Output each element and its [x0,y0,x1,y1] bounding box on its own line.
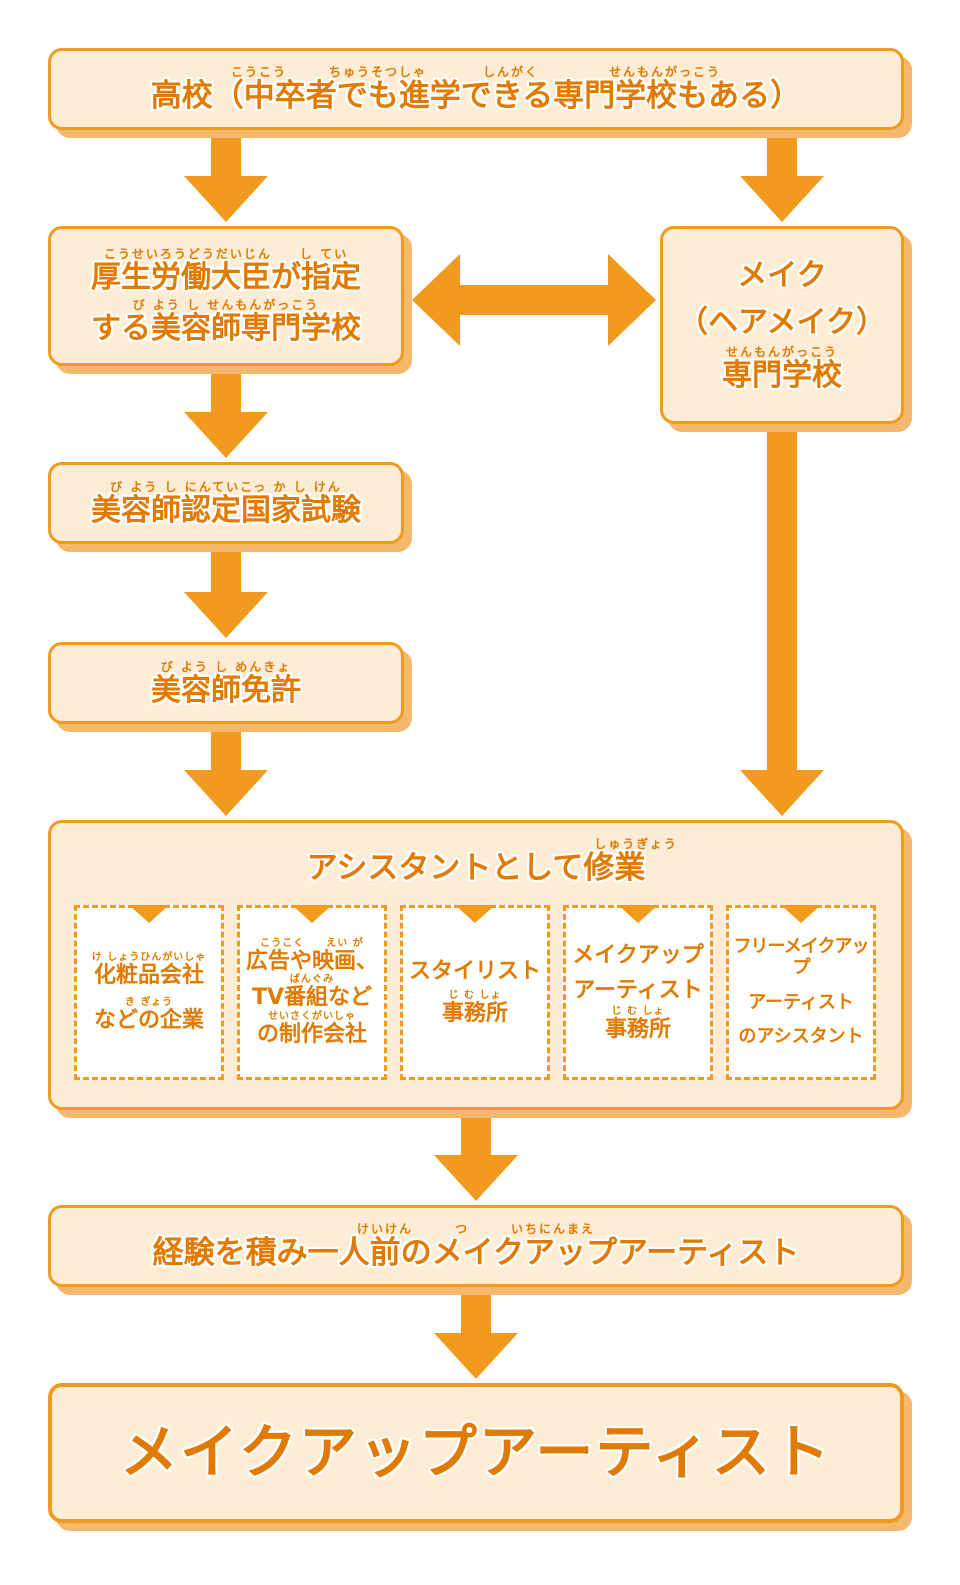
license-label: 美容師免許 [151,672,301,708]
assistant-title: アシスタントとして修業 [306,850,646,886]
option-text: 事務所 [441,1001,508,1026]
high-school-ruby: こうこう ちゅうそつしゃ しんがく せんもんがっこう [230,64,721,79]
beauty-school-box: こうせいろうどうだいじん し てい 厚生労働大臣が指定 び よう し せんもんが… [48,226,404,366]
option-text: スタイリスト [408,958,541,984]
arrow-experience-to-goal [434,1291,518,1379]
option-stylist-office: スタイリスト じ む しょ 事務所 [400,905,550,1080]
option-production-company: こうこく えい が 広告や映画、 ばんぐみ TV番組など せいさくがいしゃ の制… [237,905,387,1080]
arrow-highschool-to-beauty-school [184,134,268,222]
experience-box: けいけん つ いちにんまえ 経験を積み一人前のメイクアップアーティスト [48,1205,904,1287]
experience-label: 経験を積み一人前のメイクアップアーティスト [152,1234,800,1271]
arrow-beauty-school-to-exam [184,370,268,458]
option-ruby: じ む しょ [611,1005,665,1017]
goal-box: メイクアップアーティスト [48,1383,904,1523]
makeup-school-box: メイク （ヘアメイク） せんもんがっこう 専門学校 [660,226,904,424]
option-text: 広告や映画、 [245,949,378,975]
option-text: フリーメイクアップ [733,936,870,978]
option-cosmetics-company: け しょうひんがいしゃ 化粧品会社 き ぎょう などの企業 [74,905,224,1080]
option-text: のアシスタント [738,1026,864,1048]
down-triangle-icon [292,905,332,923]
option-text: TV番組など [251,985,373,1011]
arrow-license-to-assistant [184,728,268,816]
down-triangle-icon [129,905,169,923]
option-ruby: こうこく えい が [260,938,364,950]
option-text: の制作会社 [256,1021,367,1047]
option-text: アーティスト [748,991,854,1013]
exam-ruby: び よう し にんていこっ か し けん [110,479,342,494]
option-ruby: ばんぐみ [289,974,335,986]
option-ruby: せいさくがいしゃ [268,1010,356,1022]
option-text: メイクアップ [572,943,704,969]
option-ruby: じ む しょ [448,990,502,1001]
beauty-school-ruby-1: こうせいろうどうだいじん し てい [103,247,349,261]
arrow-makeup-school-to-assistant [740,428,824,816]
license-ruby: び よう し めんきょ [160,659,292,674]
beauty-school-line-2: する美容師専門学校 [91,311,361,346]
exam-label: 美容師認定国家試験 [91,492,361,528]
high-school-label: 高校（中卒者でも進学できる専門学校もある） [150,77,802,114]
license-box: び よう し めんきょ 美容師免許 [48,642,404,724]
exam-box: び よう し にんていこっ か し けん 美容師認定国家試験 [48,462,404,544]
experience-ruby: けいけん つ いちにんまえ [356,1221,595,1236]
arrow-highschool-to-makeup-school [740,134,824,222]
beauty-school-ruby-2: び よう し せんもんがっこう [132,298,320,312]
option-ruby: き ぎょう [125,996,173,1008]
down-triangle-icon [455,905,495,923]
makeup-school-line-3: 専門学校 [722,357,842,393]
beauty-school-line-1: 厚生労働大臣が指定 [91,260,361,295]
option-text: 事務所 [604,1016,671,1042]
arrow-beauty-makeup-bidirectional [412,254,656,346]
makeup-school-line-2: （ヘアメイク） [678,304,886,340]
assistant-ruby: しゅうぎょう [594,837,678,851]
option-text: アーティスト [573,978,703,1004]
arrow-assistant-to-experience [434,1114,518,1201]
option-text: などの企業 [93,1007,204,1033]
makeup-school-ruby-3: せんもんがっこう [725,344,838,359]
arrow-exam-to-license [184,548,268,638]
option-ruby: け しょうひんがいしゃ [91,952,207,964]
goal-label: メイクアップアーティスト [120,1418,832,1487]
down-triangle-icon [781,905,821,923]
down-triangle-icon [618,905,658,923]
option-freelance-assistant: フリーメイクアップ アーティスト のアシスタント [726,905,876,1080]
makeup-school-line-1: メイク [737,257,827,293]
option-text: 化粧品会社 [93,963,204,989]
high-school-box: こうこう ちゅうそつしゃ しんがく せんもんがっこう 高校（中卒者でも進学できる… [48,48,904,130]
option-makeup-artist-office: メイクアップ アーティスト じ む しょ 事務所 [563,905,713,1080]
